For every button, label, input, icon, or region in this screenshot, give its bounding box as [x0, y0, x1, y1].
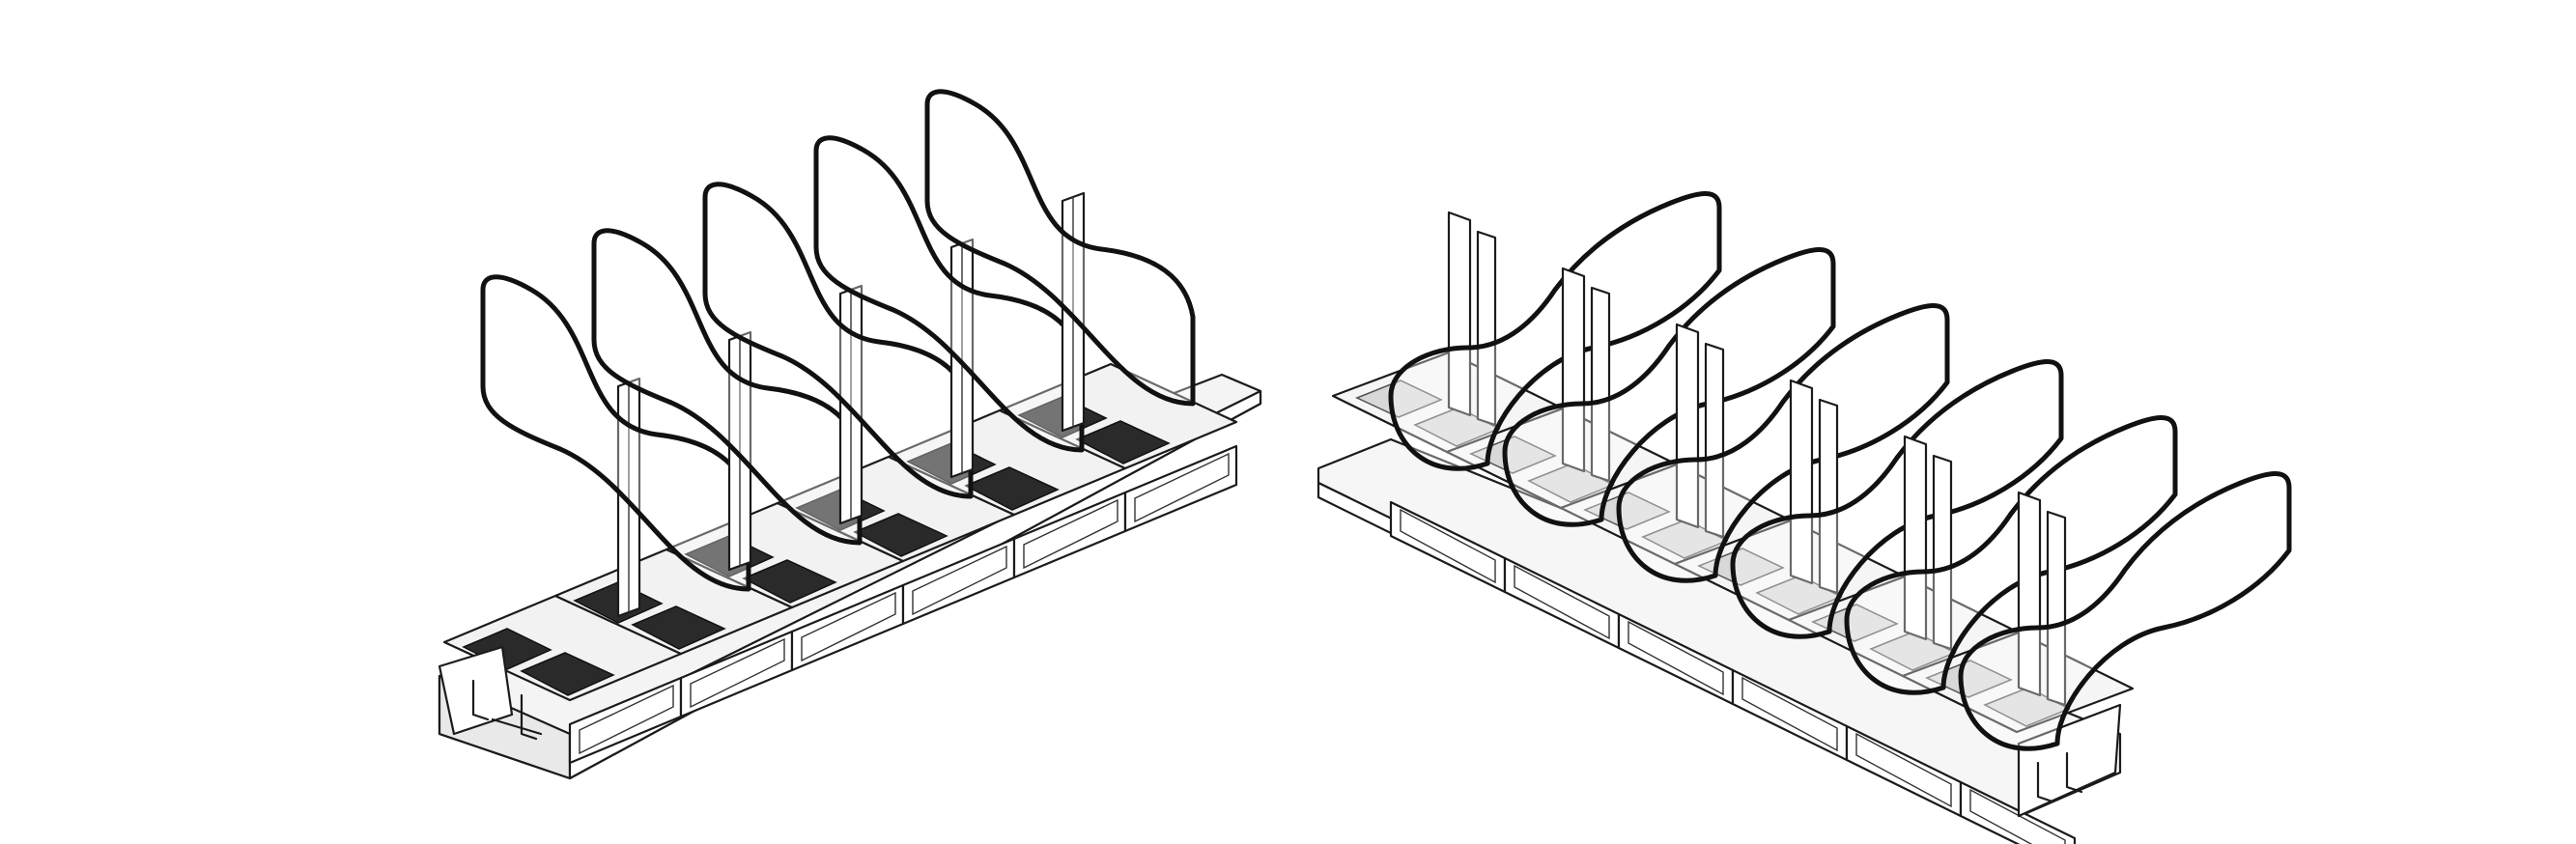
right-post-1: [1447, 211, 1472, 417]
right-post-b-4: [1818, 398, 1839, 595]
left-screen-5: [924, 89, 1196, 407]
right-drawer-faces: [1389, 500, 2077, 844]
left-slot-b-1: [520, 652, 615, 696]
right-drawer-panel-4: [1741, 676, 1838, 752]
right-drawer-panel-1: [1400, 508, 1496, 584]
right-post-2: [1561, 267, 1586, 473]
right-screen-1: [1388, 191, 1722, 471]
left-drawer-panel-2: [690, 637, 785, 709]
right-desk-assembly: [1316, 191, 2292, 844]
right-drawer-panel-2: [1514, 564, 1610, 640]
left-privacy-screens: [480, 89, 1196, 618]
right-post-3: [1675, 323, 1700, 529]
left-desk-assembly: [438, 89, 1262, 780]
right-post-6: [2017, 491, 2042, 697]
right-post-b-6: [2046, 510, 2067, 707]
left-drawer-panel-3: [801, 591, 896, 662]
right-privacy-screens: [1388, 191, 2292, 751]
right-screen-6: [1958, 471, 2292, 751]
right-screen-3: [1616, 303, 1950, 583]
right-screen-4: [1730, 359, 2064, 639]
right-post-5: [1903, 435, 1928, 641]
right-post-b-1: [1476, 230, 1497, 427]
right-post-b-5: [1932, 454, 1953, 651]
right-post-4: [1789, 379, 1814, 585]
right-screen-2: [1502, 247, 1836, 527]
left-slot-b-5: [964, 466, 1060, 511]
right-drawer-panel-5: [1855, 732, 1952, 808]
right-end-bracket: [2017, 703, 2122, 818]
left-drawer-panel-1: [579, 684, 674, 755]
right-screen-5: [1844, 415, 2178, 695]
right-post-b-3: [1704, 342, 1725, 539]
right-slot-a-1: [1355, 380, 1443, 418]
left-slot-b-3: [742, 559, 837, 604]
left-drawer-panel-6: [1134, 452, 1230, 523]
left-drawer-panel-4: [912, 545, 1007, 616]
left-end-bracket: [438, 645, 543, 741]
left-slot-b-2: [631, 605, 726, 650]
left-drawer-panel-5: [1023, 498, 1118, 570]
left-drawer-faces: [568, 444, 1238, 765]
right-post-b-2: [1590, 286, 1611, 483]
left-slot-b-6: [1075, 420, 1171, 464]
right-drawer-panel-6: [1969, 788, 2066, 844]
right-drawer-panel-3: [1628, 620, 1724, 696]
left-slot-b-4: [853, 513, 948, 557]
left-drawer-6: [1123, 444, 1238, 533]
